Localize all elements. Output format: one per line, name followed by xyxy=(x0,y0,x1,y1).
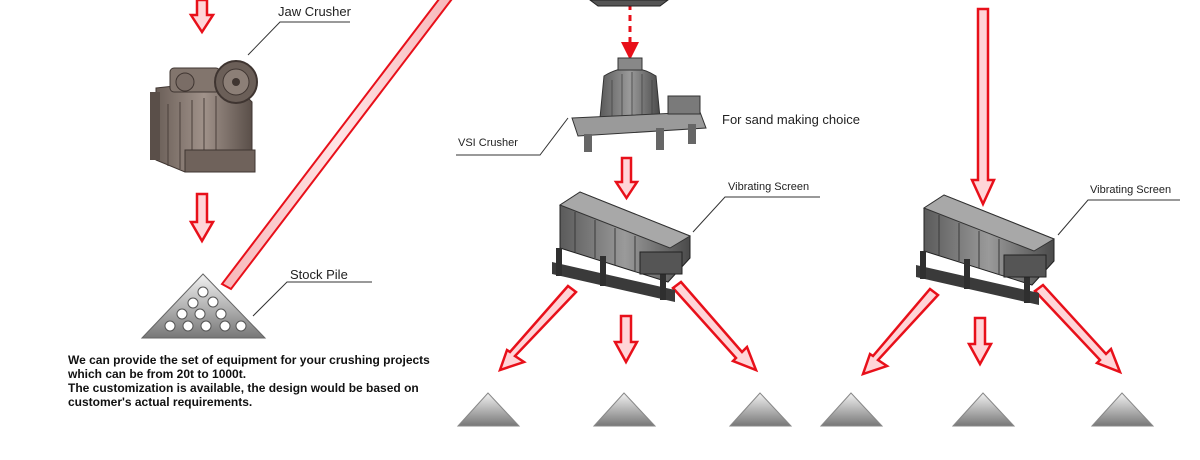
vsi-crusher-label: VSI Crusher xyxy=(458,137,518,149)
vibrating-screen-1-machine xyxy=(552,191,692,302)
description-line-4: customer's actual requirements. xyxy=(68,395,253,409)
output-pile-2 xyxy=(592,392,657,427)
vsi-crusher-machine xyxy=(571,57,707,152)
vibrating-screen-2-machine xyxy=(916,194,1056,305)
arrow-jaw-to-stockpile xyxy=(188,192,216,244)
jaw-crusher-machine xyxy=(150,60,258,173)
output-pile-3 xyxy=(728,392,793,427)
arrow-top-left xyxy=(188,0,216,35)
description-line-1: We can provide the set of equipment for … xyxy=(68,353,430,367)
arrow-screen2-left xyxy=(860,287,940,376)
arrow-right-long xyxy=(970,7,996,208)
leader-jaw-crusher xyxy=(247,21,350,56)
jaw-crusher-label: Jaw Crusher xyxy=(278,4,351,19)
arrow-screen1-middle xyxy=(612,314,640,365)
arrow-stockpile-diagonal xyxy=(220,0,453,291)
leader-lines xyxy=(247,21,1180,317)
output-piles xyxy=(456,392,1155,427)
sand-making-choice-label: For sand making choice xyxy=(722,112,861,127)
vibrating-screen-1-label: Vibrating Screen xyxy=(728,181,810,193)
stock-pile-label: Stock Pile xyxy=(290,267,348,282)
leader-vibrating-screen-1 xyxy=(692,196,820,233)
leader-vibrating-screen-2 xyxy=(1057,199,1180,236)
output-pile-1 xyxy=(456,392,521,427)
description-line-3: The customization is available, the desi… xyxy=(68,381,419,395)
feeder-bottom xyxy=(589,0,669,7)
arrow-screen2-middle xyxy=(966,316,994,367)
vibrating-screen-2-label: Vibrating Screen xyxy=(1090,184,1172,196)
arrow-screen1-right xyxy=(671,280,759,373)
description-line-2: which can be from 20t to 1000t. xyxy=(68,367,247,381)
output-pile-4 xyxy=(819,392,884,427)
arrow-screen2-right xyxy=(1033,283,1123,375)
description-text: We can provide the set of equipment for … xyxy=(68,353,460,409)
stock-pile xyxy=(140,273,267,339)
arrow-screen1-left xyxy=(497,284,578,372)
output-pile-5 xyxy=(951,392,1016,427)
output-pile-6 xyxy=(1090,392,1155,427)
leader-stock-pile xyxy=(252,281,372,317)
arrow-dashed-to-vsi xyxy=(621,4,639,60)
arrow-vsi-to-screen xyxy=(613,156,640,201)
leader-vsi-crusher xyxy=(456,117,569,156)
